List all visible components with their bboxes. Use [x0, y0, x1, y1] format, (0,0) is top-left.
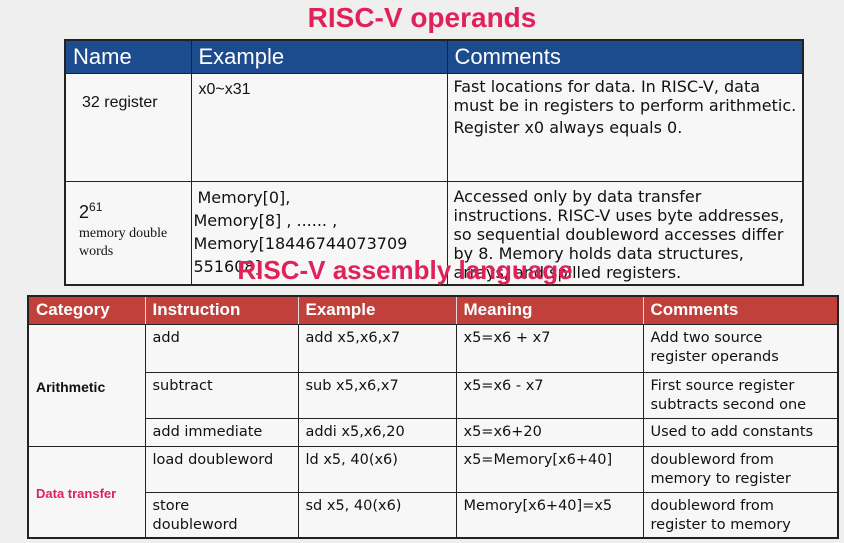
comment-line: Add two source — [650, 329, 763, 346]
comment-line: Accessed only by data transfer — [453, 186, 702, 206]
meaning-cell: x5=x6+20 — [455, 417, 644, 447]
meaning-cell: Memory[x6+40]=x5 — [455, 491, 644, 539]
name-line: memory double — [79, 225, 168, 241]
operand-example: x0~x31 — [190, 72, 448, 182]
name-line: words — [79, 243, 114, 259]
instruction-line: doubleword — [152, 516, 238, 533]
comment-line: doubleword from — [650, 451, 774, 468]
assembly-header-row: Category Instruction Example Meaning Com… — [27, 295, 839, 325]
assembly-table: Category Instruction Example Meaning Com… — [27, 295, 839, 539]
instruction-cell: subtract — [144, 371, 299, 419]
header-comments: Comments — [642, 295, 839, 325]
header-name: Name — [64, 39, 192, 74]
comment-line: arrays, and spilled registers. — [453, 262, 682, 282]
comment-line: Used to add constants — [650, 423, 814, 440]
comments-cell: Add two source register operands — [642, 323, 839, 373]
operand-power: 261 — [79, 200, 191, 223]
meaning-cell: x5=x6 - x7 — [455, 371, 644, 419]
category-data-transfer: Data transfer — [27, 445, 146, 539]
comment-line: Register x0 always equals 0. — [453, 117, 683, 137]
header-example: Example — [297, 295, 457, 325]
comment-line: memory to register — [650, 470, 791, 487]
table-row: store doubleword sd x5, 40(x6) Memory[x6… — [28, 491, 839, 539]
header-category: Category — [27, 295, 146, 325]
comment-line: register operands — [650, 348, 779, 365]
instruction-cell: add immediate — [144, 417, 299, 447]
operand-name: 261 memory double words — [64, 180, 192, 286]
operand-name-text: memory double words — [79, 225, 191, 261]
meaning-cell: x5=x6 + x7 — [455, 323, 644, 373]
category-arithmetic: Arithmetic — [27, 323, 146, 447]
comments-cell: Used to add constants — [642, 417, 839, 447]
table-row: Arithmetic add add x5,x6,x7 x5=x6 + x7 A… — [27, 323, 839, 447]
instruction-cell: store doubleword — [144, 491, 299, 539]
operands-row-registers: 32 register x0~x31 Fast locations for da… — [64, 72, 804, 182]
header-meaning: Meaning — [455, 295, 644, 325]
table-row: add immediate addi x5,x6,20 x5=x6+20 Use… — [28, 417, 839, 447]
operands-table: Name Example Comments 32 register x0~x31… — [64, 39, 804, 286]
operand-example: Memory[0], Memory[8] , ...... , Memory[1… — [190, 180, 448, 286]
comments-cell: doubleword from memory to register — [642, 445, 839, 493]
comment-line: must be in registers to perform arithmet… — [453, 95, 797, 115]
comment-line: by 8. Memory holds data structures, — [453, 243, 744, 263]
operands-row-memory: 261 memory double words Memory[0], Memor… — [64, 180, 804, 286]
header-comments: Comments — [446, 39, 804, 74]
header-example: Example — [190, 39, 448, 74]
example-line: Memory[0], — [197, 187, 291, 207]
operand-name: 32 register — [64, 72, 192, 182]
table-row: subtract sub x5,x6,x7 x5=x6 - x7 First s… — [28, 371, 839, 419]
power-base: 2 — [79, 201, 90, 222]
assembly-title: RISC-V assembly language — [237, 255, 573, 285]
table-row: Data transfer load doubleword ld x5, 40(… — [27, 445, 839, 539]
instruction-line: store — [152, 497, 190, 514]
comments-cell: doubleword from register to memory — [642, 491, 839, 539]
comment-line: doubleword from — [650, 497, 774, 514]
example-cell: sd x5, 40(x6) — [297, 491, 457, 539]
operands-header-row: Name Example Comments — [64, 39, 804, 74]
example-cell: ld x5, 40(x6) — [297, 445, 457, 493]
comment-line: Fast locations for data. In RISC-V, data — [453, 76, 761, 96]
power-exponent: 61 — [89, 199, 103, 214]
instruction-cell: load doubleword — [144, 445, 299, 493]
comment-line: First source register — [650, 377, 795, 394]
example-line: 551608] — [193, 256, 261, 276]
example-cell: addi x5,x6,20 — [297, 417, 457, 447]
meaning-cell: x5=Memory[x6+40] — [455, 445, 644, 493]
example-cell: add x5,x6,x7 — [297, 323, 457, 373]
example-line: Memory[18446744073709 — [193, 233, 408, 253]
operand-comments: Accessed only by data transfer instructi… — [446, 180, 804, 286]
comment-line: instructions. RISC-V uses byte addresses… — [453, 205, 785, 225]
header-instruction: Instruction — [144, 295, 299, 325]
comment-line: register to memory — [650, 516, 791, 533]
comments-cell: First source register subtracts second o… — [642, 371, 839, 419]
instruction-cell: add — [144, 323, 299, 373]
comment-line: subtracts second one — [650, 396, 807, 413]
example-cell: sub x5,x6,x7 — [297, 371, 457, 419]
operands-title: RISC-V operands — [307, 2, 537, 33]
operand-comments: Fast locations for data. In RISC-V, data… — [446, 72, 804, 182]
comment-line: so sequential doubleword accesses differ — [453, 224, 784, 244]
example-line: Memory[8] , ...... , — [193, 210, 338, 230]
